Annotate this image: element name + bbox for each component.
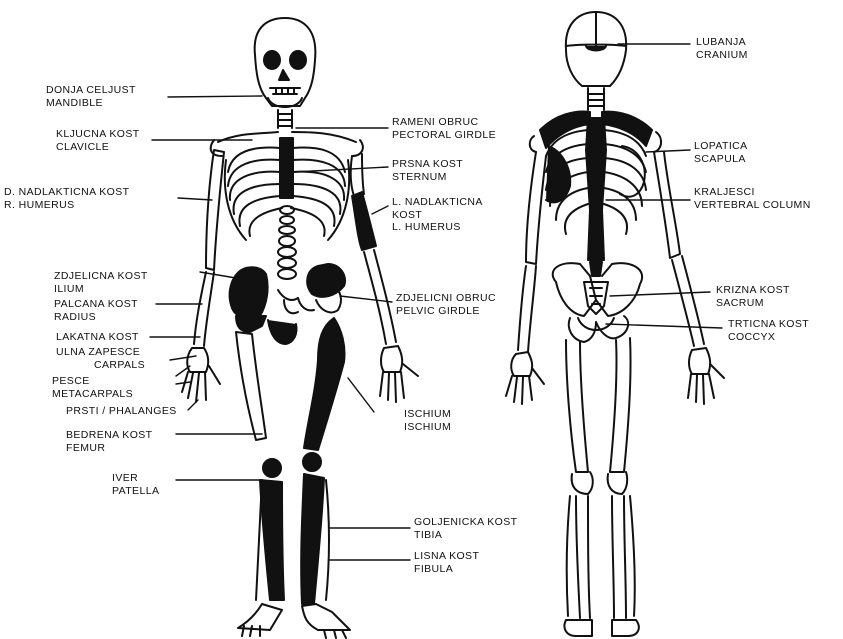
label-phalanges-line1: PRSTI / PHALANGES <box>66 405 177 418</box>
front-hand-left <box>380 346 418 402</box>
label-ilium-line1: ZDJELICNA KOST <box>54 270 148 283</box>
label-coccyx-line2: COCCYX <box>728 331 809 344</box>
label-femur: BEDRENA KOST FEMUR <box>66 429 153 454</box>
label-scapula-line2: SCAPULA <box>694 153 748 166</box>
front-humerus-right <box>206 150 224 270</box>
label-ulna: LAKATNA KOST <box>56 331 139 344</box>
label-fibula: LISNA KOST FIBULA <box>414 550 479 575</box>
label-pectoral-girdle-line2: PECTORAL GIRDLE <box>392 129 496 142</box>
label-pectoral-girdle-line1: RAMENI OBRUC <box>392 116 496 129</box>
label-vertebral-column-line2: VERTEBRAL COLUMN <box>694 199 811 212</box>
label-clavicle-line2: CLAVICLE <box>56 141 140 154</box>
back-lower-leg-left <box>612 496 635 618</box>
label-sternum-line2: STERNUM <box>392 171 463 184</box>
label-sacrum: KRIZNA KOST SACRUM <box>716 284 790 309</box>
label-sternum-line1: PRSNA KOST <box>392 158 463 171</box>
label-tibia-line2: TIBIA <box>414 529 517 542</box>
label-fibula-line2: FIBULA <box>414 563 479 576</box>
label-femur-line1: BEDRENA KOST <box>66 429 153 442</box>
label-radius-line1: PALCANA KOST <box>54 298 138 311</box>
label-sternum: PRSNA KOST STERNUM <box>392 158 463 183</box>
label-metacarpals: PESCE METACARPALS <box>52 375 133 400</box>
label-coccyx: TRTICNA KOST COCCYX <box>728 318 809 343</box>
label-radius: PALCANA KOST RADIUS <box>54 298 138 323</box>
label-ischium-line1: ISCHIUM <box>404 408 451 421</box>
front-hand-right <box>182 348 220 402</box>
front-skull <box>255 18 316 107</box>
label-humerus-right-line1: D. NADLAKTICNA KOST <box>4 186 129 199</box>
label-mandible: DONJA CELJUST MANDIBLE <box>46 84 136 109</box>
label-mandible-line2: MANDIBLE <box>46 97 136 110</box>
label-carpals-line2: CARPALS <box>56 359 145 372</box>
label-cranium: LUBANJA CRANIUM <box>696 36 748 61</box>
label-carpals-line1: ULNA ZAPESCE <box>56 346 145 359</box>
front-ilium-right <box>230 267 268 318</box>
label-tibia-line1: GOLJENICKA KOST <box>414 516 517 529</box>
label-pelvic-girdle: ZDJELICNI OBRUC PELVIC GIRDLE <box>396 292 496 317</box>
label-cranium-line2: CRANIUM <box>696 49 748 62</box>
label-ulna-line1: LAKATNA KOST <box>56 331 139 344</box>
back-lower-leg-right <box>567 496 590 618</box>
label-sacrum-line1: KRIZNA KOST <box>716 284 790 297</box>
label-metacarpals-line2: METACARPALS <box>52 388 133 401</box>
label-carpals: ULNA ZAPESCE CARPALS <box>56 346 145 371</box>
label-mandible-line1: DONJA CELJUST <box>46 84 136 97</box>
label-vertebral-column: KRALJESCI VERTEBRAL COLUMN <box>694 186 811 211</box>
label-clavicle: KLJUCNA KOST CLAVICLE <box>56 128 140 153</box>
label-radius-line2: RADIUS <box>54 311 138 324</box>
label-humerus-left-line2: KOST <box>392 209 483 222</box>
label-patella: IVER PATELLA <box>112 472 159 497</box>
label-humerus-left-line3: L. HUMERUS <box>392 221 483 234</box>
front-foot-right <box>238 604 282 636</box>
label-ischium-line2: ISCHIUM <box>404 421 451 434</box>
label-femur-line2: FEMUR <box>66 442 153 455</box>
back-skull <box>566 12 626 86</box>
back-vertebral-column <box>586 118 606 276</box>
label-cranium-line1: LUBANJA <box>696 36 748 49</box>
front-forearm-left <box>364 250 396 344</box>
front-foot-left <box>302 604 350 638</box>
label-patella-line1: IVER <box>112 472 159 485</box>
front-patella-right <box>263 459 281 477</box>
label-scapula-line1: LOPATICA <box>694 140 748 153</box>
back-arm-right <box>506 152 546 404</box>
front-lower-leg-right <box>256 480 284 600</box>
front-spine <box>278 206 296 279</box>
label-fibula-line1: LISNA KOST <box>414 550 479 563</box>
front-skeleton <box>182 18 418 638</box>
front-humerus-left <box>352 192 376 250</box>
front-femur-left <box>304 318 345 450</box>
label-sacrum-line2: SACRUM <box>716 297 790 310</box>
label-patella-line2: PATELLA <box>112 485 159 498</box>
label-humerus-left-line1: L. NADLAKTICNA <box>392 196 483 209</box>
label-pectoral-girdle: RAMENI OBRUC PECTORAL GIRDLE <box>392 116 496 141</box>
front-sternum <box>280 138 293 198</box>
label-coccyx-line1: TRTICNA KOST <box>728 318 809 331</box>
back-femur-left <box>610 338 631 472</box>
label-ischium: ISCHIUM ISCHIUM <box>404 408 451 433</box>
label-humerus-left: L. NADLAKTICNA KOST L. HUMERUS <box>392 196 483 234</box>
label-scapula: LOPATICA SCAPULA <box>694 140 748 165</box>
label-ilium: ZDJELICNA KOST ILIUM <box>54 270 148 295</box>
front-patella-left <box>303 453 321 471</box>
label-ilium-line2: ILIUM <box>54 283 148 296</box>
label-humerus-right: D. NADLAKTICNA KOST R. HUMERUS <box>4 186 129 211</box>
label-pelvic-girdle-line1: ZDJELICNI OBRUC <box>396 292 496 305</box>
label-vertebral-column-line1: KRALJESCI <box>694 186 811 199</box>
front-femur-right <box>236 332 266 440</box>
back-femur-right <box>566 340 588 472</box>
front-lower-leg-left <box>301 474 329 604</box>
label-phalanges: PRSTI / PHALANGES <box>66 405 177 418</box>
label-clavicle-line1: KLJUCNA KOST <box>56 128 140 141</box>
front-forearm-right <box>194 272 214 346</box>
label-pelvic-girdle-line2: PELVIC GIRDLE <box>396 305 496 318</box>
label-metacarpals-line1: PESCE <box>52 375 133 388</box>
label-tibia: GOLJENICKA KOST TIBIA <box>414 516 517 541</box>
label-humerus-right-line2: R. HUMERUS <box>4 199 129 212</box>
